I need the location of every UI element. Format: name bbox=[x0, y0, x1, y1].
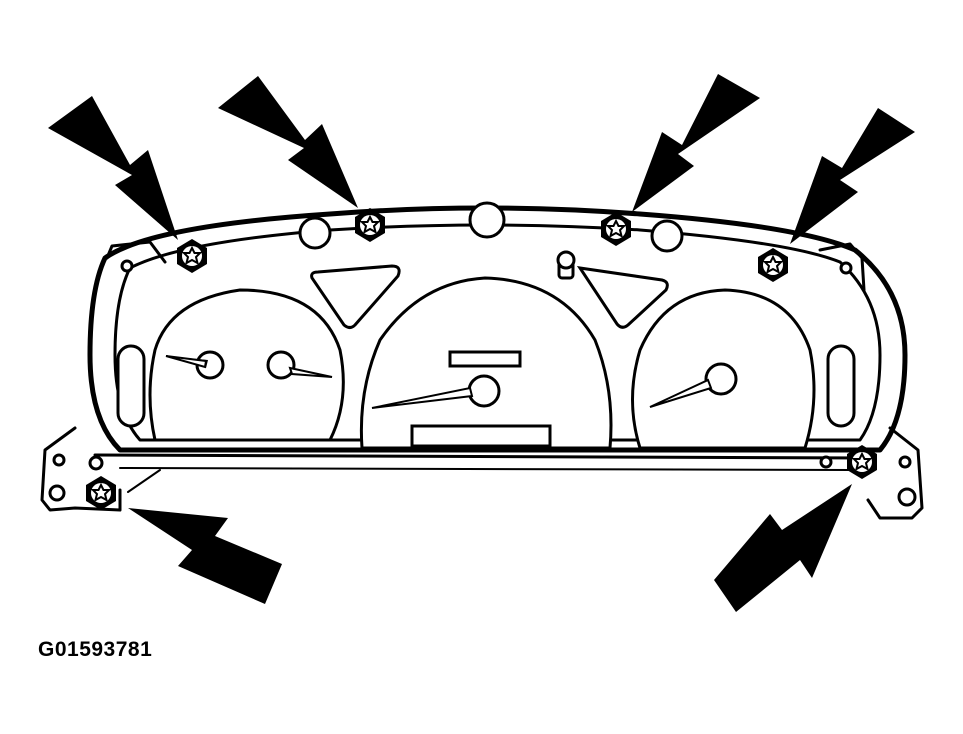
torx-screw-icon bbox=[758, 248, 788, 282]
left-gauge bbox=[148, 288, 345, 442]
torx-screw-icon bbox=[355, 208, 385, 242]
arrow-icon bbox=[632, 74, 760, 212]
arrow-icon bbox=[218, 76, 358, 208]
arrow-icon bbox=[790, 108, 915, 244]
right-gauge bbox=[631, 288, 816, 450]
torx-screw-icon bbox=[177, 239, 207, 273]
upper-bosses bbox=[298, 201, 684, 280]
speedometer bbox=[359, 276, 613, 450]
warning-light-windows bbox=[310, 264, 669, 329]
torx-screw-icon bbox=[86, 476, 116, 510]
torx-screw-icon bbox=[601, 212, 631, 246]
callout-arrows bbox=[48, 74, 915, 612]
figure-id-label: G01593781 bbox=[38, 638, 153, 661]
arrow-icon bbox=[48, 96, 178, 240]
torx-screw-icon bbox=[847, 445, 877, 479]
fasteners bbox=[86, 208, 877, 510]
arrow-icon bbox=[128, 508, 282, 604]
arrow-icon bbox=[714, 484, 852, 612]
